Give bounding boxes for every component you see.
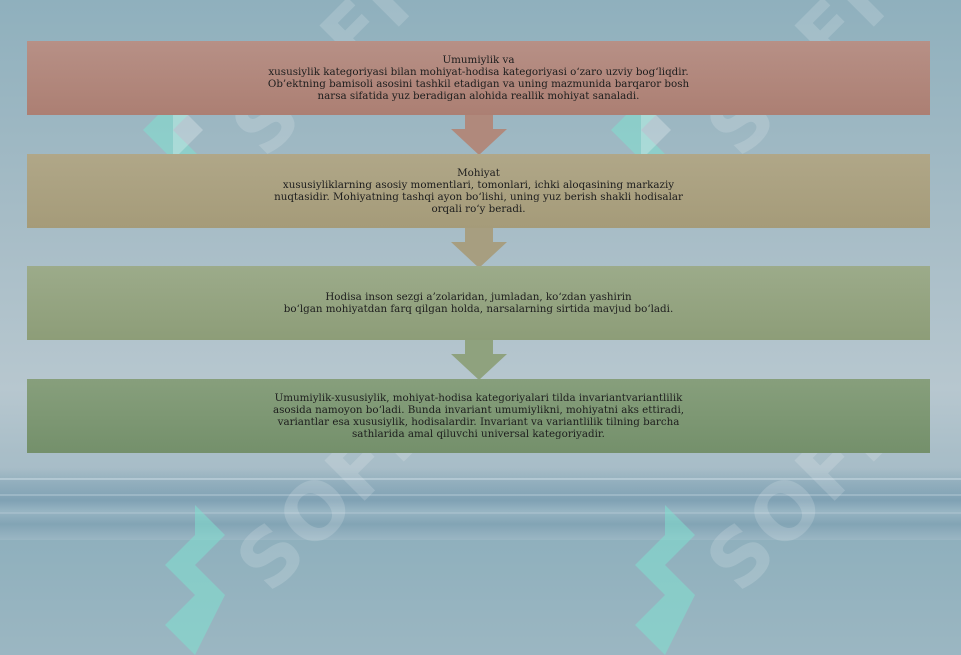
step-line: Ob’ektning bamisoli asosini tashkil etad… xyxy=(267,78,690,90)
step-title: Mohiyat xyxy=(457,167,500,179)
step-line: orqali ro‘y beradi. xyxy=(431,203,526,215)
flow-step-text: Hodisa inson sezgi a’zolaridan, jumladan… xyxy=(239,291,719,315)
step-line: bo‘lgan mohiyatdan farq qilgan holda, na… xyxy=(283,303,674,315)
flow-step-text: Umumiylik va xususiylik kategoriyasi bil… xyxy=(259,54,699,102)
wave-line xyxy=(0,494,961,496)
step-line: narsa sifatida yuz beradigan alohida rea… xyxy=(317,90,640,102)
flow-step-text: Mohiyat xususiyliklarning asosiy momentl… xyxy=(259,167,699,215)
down-arrow-icon xyxy=(451,228,507,268)
step-line: xususiylik kategoriyasi bilan mohiyat-ho… xyxy=(268,66,689,78)
step-line: sathlarida amal qiluvchi universal kateg… xyxy=(352,428,605,440)
sea-background xyxy=(0,468,961,540)
flow-step-1: Umumiylik va xususiylik kategoriyasi bil… xyxy=(27,41,930,115)
step-line: variantlar esa xususiylik, hodisalardir.… xyxy=(277,416,680,428)
down-arrow-icon xyxy=(451,115,507,155)
step-line: Umumiylik-xususiylik, mohiyat-hodisa kat… xyxy=(274,392,683,404)
flow-step-2: Mohiyat xususiyliklarning asosiy momentl… xyxy=(27,154,930,228)
down-arrow-icon xyxy=(451,340,507,380)
step-title: Umumiylik va xyxy=(442,54,515,66)
step-line: xususiyliklarning asosiy momentlari, tom… xyxy=(282,179,675,191)
step-line: Hodisa inson sezgi a’zolaridan, jumladan… xyxy=(325,291,632,303)
arrow-shape-2 xyxy=(451,228,507,268)
flow-step-4: Umumiylik-xususiylik, mohiyat-hodisa kat… xyxy=(27,379,930,453)
step-line: nuqtasidir. Mohiyatning tashqi ayon bo‘l… xyxy=(274,191,683,203)
arrow-shape-3 xyxy=(451,340,507,380)
arrow-shape-1 xyxy=(451,115,507,155)
wave-line xyxy=(0,478,961,480)
flow-step-text: Umumiylik-xususiylik, mohiyat-hodisa kat… xyxy=(259,392,699,440)
step-line: asosida namoyon bo‘ladi. Bunda invariant… xyxy=(272,404,685,416)
wave-line xyxy=(0,512,961,514)
flow-step-3: Hodisa inson sezgi a’zolaridan, jumladan… xyxy=(27,266,930,340)
